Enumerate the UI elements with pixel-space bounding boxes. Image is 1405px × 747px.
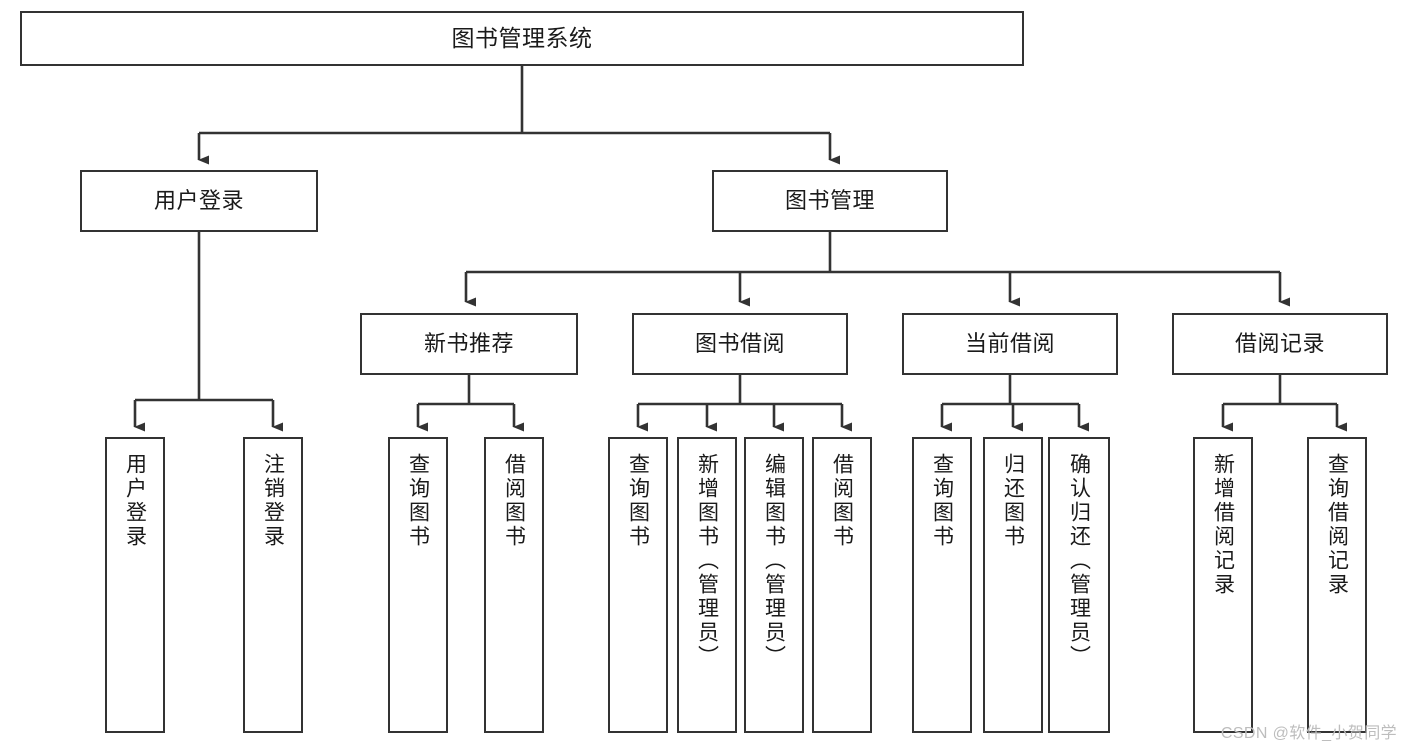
node-label: 确认归还（管理员） bbox=[1067, 453, 1091, 669]
node-label: 查询图书 bbox=[626, 453, 650, 549]
node-label: 借阅图书 bbox=[830, 453, 854, 549]
leaf-query-borrow-record[interactable]: 查询借阅记录 bbox=[1307, 437, 1367, 733]
node-label: 查询借阅记录 bbox=[1325, 453, 1349, 597]
node-label: 编辑图书（管理员） bbox=[762, 453, 786, 669]
leaf-borrow-book-recommendation[interactable]: 借阅图书 bbox=[484, 437, 544, 733]
node-label: 借阅记录 bbox=[1234, 331, 1325, 357]
node-new-book-recommendation[interactable]: 新书推荐 bbox=[360, 313, 578, 375]
leaf-confirm-return-admin[interactable]: 确认归还（管理员） bbox=[1048, 437, 1110, 733]
leaf-user-logout[interactable]: 注销登录 bbox=[243, 437, 303, 733]
node-label: 新书推荐 bbox=[423, 331, 514, 357]
node-label: 图书借阅 bbox=[694, 331, 785, 357]
node-label: 归还图书 bbox=[1001, 453, 1025, 549]
leaf-query-book-borrow[interactable]: 查询图书 bbox=[608, 437, 668, 733]
node-label: 查询图书 bbox=[930, 453, 954, 549]
leaf-borrow-book[interactable]: 借阅图书 bbox=[812, 437, 872, 733]
node-root-book-management-system[interactable]: 图书管理系统 bbox=[20, 11, 1024, 66]
node-label: 借阅图书 bbox=[502, 453, 526, 549]
leaf-add-book-admin[interactable]: 新增图书（管理员） bbox=[677, 437, 737, 733]
node-label: 用户登录 bbox=[153, 188, 244, 214]
leaf-query-book-recommendation[interactable]: 查询图书 bbox=[388, 437, 448, 733]
leaf-user-login[interactable]: 用户登录 bbox=[105, 437, 165, 733]
leaf-add-borrow-record[interactable]: 新增借阅记录 bbox=[1193, 437, 1253, 733]
leaf-edit-book-admin[interactable]: 编辑图书（管理员） bbox=[744, 437, 804, 733]
watermark-text: CSDN @软件_小贺同学 bbox=[1220, 725, 1397, 742]
node-borrow-record[interactable]: 借阅记录 bbox=[1172, 313, 1388, 375]
leaf-query-book-current[interactable]: 查询图书 bbox=[912, 437, 972, 733]
node-book-management[interactable]: 图书管理 bbox=[712, 170, 948, 232]
node-label: 新增图书（管理员） bbox=[695, 453, 719, 669]
node-book-borrow[interactable]: 图书借阅 bbox=[632, 313, 848, 375]
node-label: 新增借阅记录 bbox=[1211, 453, 1235, 597]
node-label: 注销登录 bbox=[261, 453, 285, 549]
node-current-borrow[interactable]: 当前借阅 bbox=[902, 313, 1118, 375]
node-label: 图书管理系统 bbox=[451, 24, 593, 51]
node-user-login[interactable]: 用户登录 bbox=[80, 170, 318, 232]
node-label: 用户登录 bbox=[123, 453, 147, 549]
node-label: 查询图书 bbox=[406, 453, 430, 549]
node-label: 当前借阅 bbox=[964, 331, 1055, 357]
leaf-return-book[interactable]: 归还图书 bbox=[983, 437, 1043, 733]
node-label: 图书管理 bbox=[784, 188, 875, 214]
